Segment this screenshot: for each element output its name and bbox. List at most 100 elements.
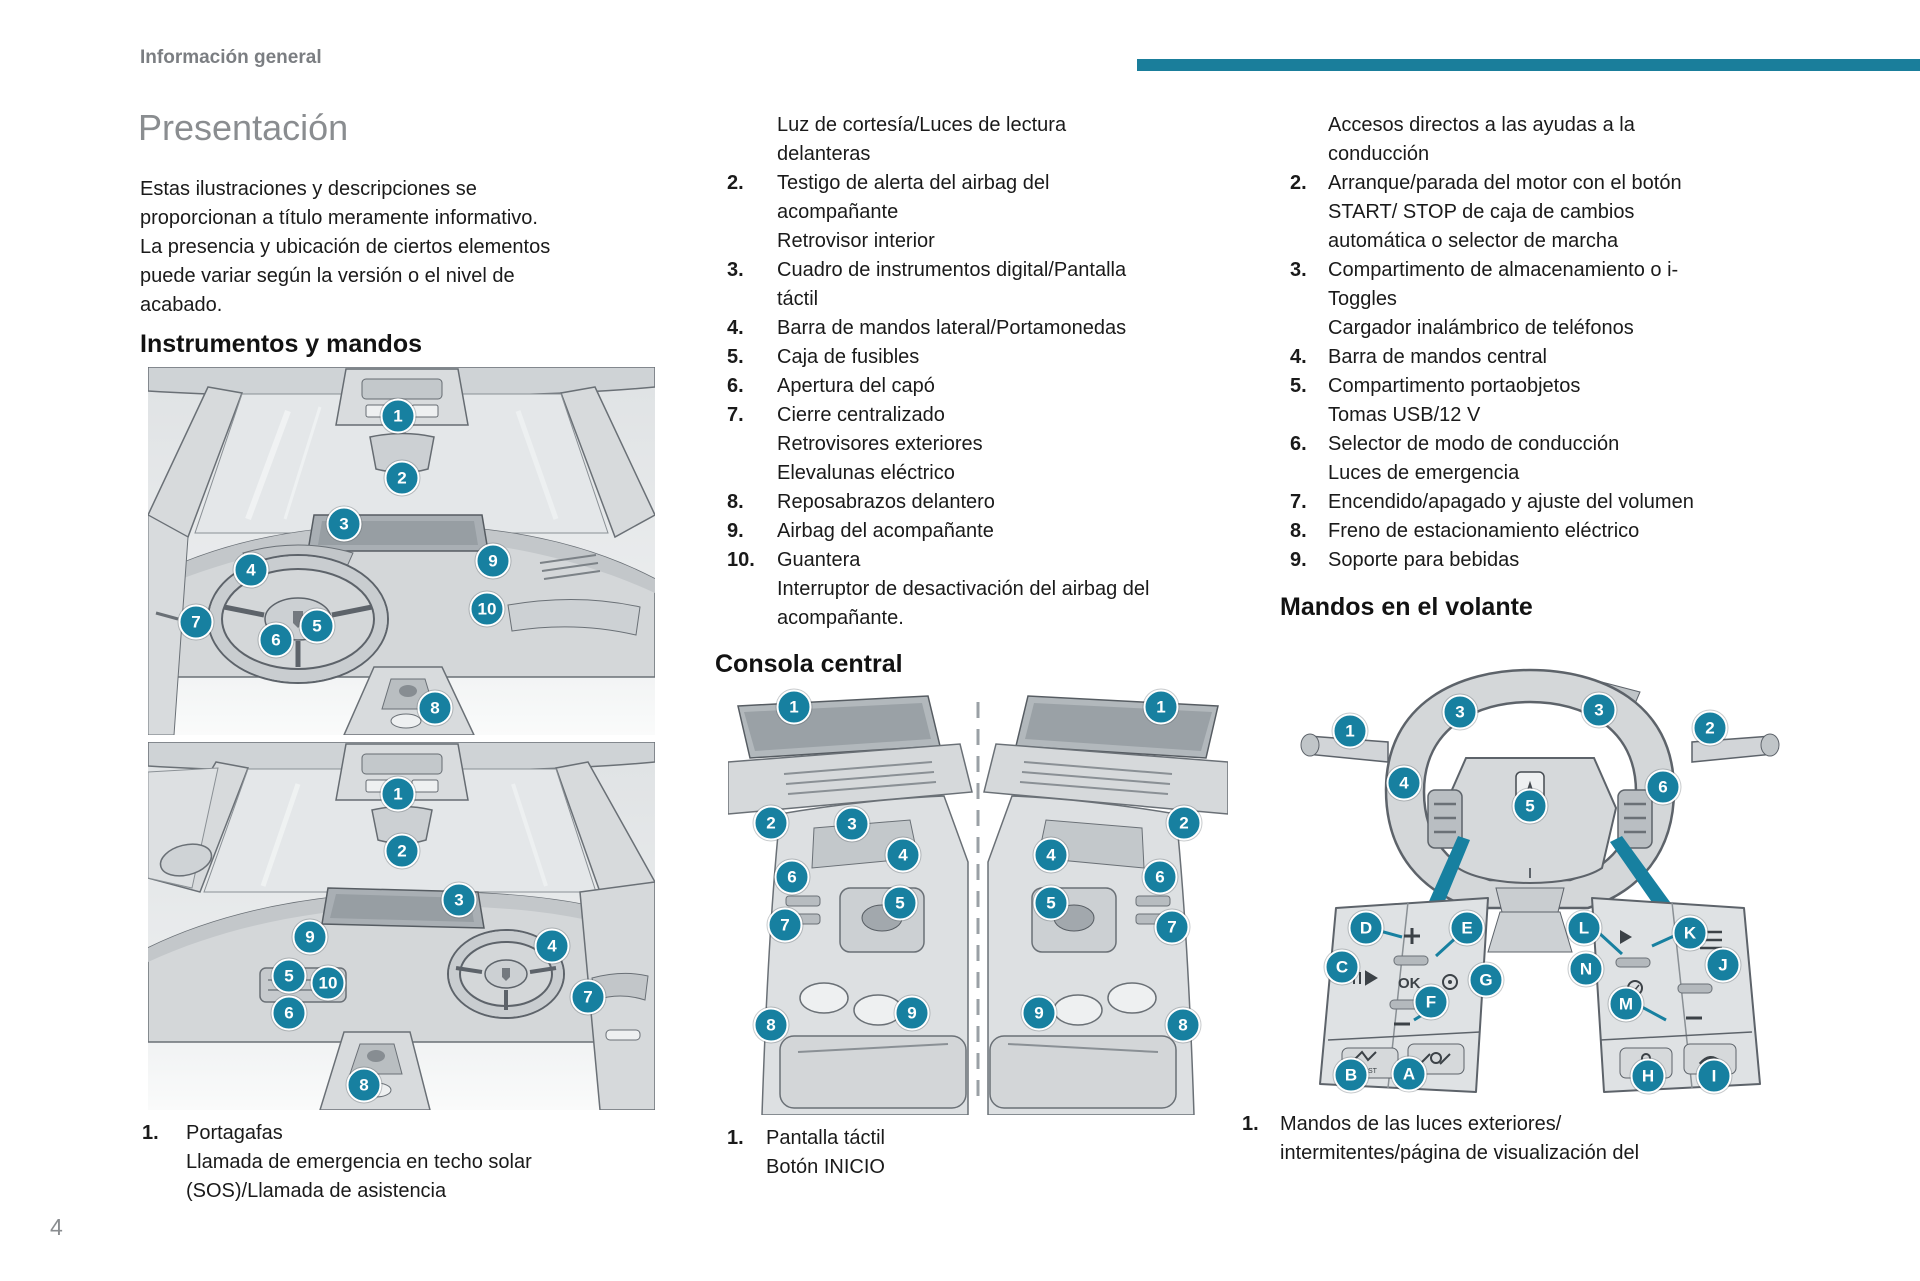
list-item-line: Caja de fusibles xyxy=(777,346,920,368)
list-item-number: 4. xyxy=(1290,346,1307,368)
callout-4: 4 xyxy=(1386,765,1422,801)
list-item-number: 1. xyxy=(727,1127,744,1149)
callout-8: 8 xyxy=(753,1007,789,1043)
callout-7: 7 xyxy=(1154,909,1190,945)
glovebox xyxy=(507,599,641,636)
list-item-line: Retrovisores exteriores xyxy=(777,433,983,455)
callout-10: 10 xyxy=(469,591,505,627)
callout-L: L xyxy=(1566,910,1602,946)
callout-6: 6 xyxy=(1142,859,1178,895)
list-item-number: 9. xyxy=(1290,549,1307,571)
callout-2: 2 xyxy=(384,460,420,496)
callout-1: 1 xyxy=(1332,713,1368,749)
list-item-line: Toggles xyxy=(1328,288,1397,310)
list-item-line: Selector de modo de conducción xyxy=(1328,433,1620,455)
list-item-line: Barra de mandos central xyxy=(1328,346,1548,368)
list-item-line: táctil xyxy=(777,288,819,310)
callout-C: C xyxy=(1324,949,1360,985)
list-item-line: Reposabrazos delantero xyxy=(777,491,995,513)
list-item-number: 7. xyxy=(727,404,744,426)
spoke-buttons-left xyxy=(1427,789,1463,849)
callout-J: J xyxy=(1705,947,1741,983)
list-item-number: 6. xyxy=(1290,433,1307,455)
callout-9: 9 xyxy=(292,919,328,955)
list-item-line: acompañante xyxy=(777,201,899,223)
list-item-line: Cuadro de instrumentos digital/Pantalla xyxy=(777,259,1127,281)
list-item-number: 3. xyxy=(727,259,744,281)
callout-3: 3 xyxy=(1581,692,1617,728)
list-item-line: Tomas USB/12 V xyxy=(1328,404,1481,426)
list-instrumentos: Luz de cortesía/Luces de lectura delanter… xyxy=(727,111,1149,633)
list-item-number: 10. xyxy=(727,549,755,571)
callout-7: 7 xyxy=(570,979,606,1015)
callout-2: 2 xyxy=(1692,710,1728,746)
callout-4: 4 xyxy=(885,837,921,873)
text-line: acabado. xyxy=(140,294,223,316)
list-item-line: delanteras xyxy=(777,143,871,165)
list-item-line: (SOS)/Llamada de asistencia xyxy=(186,1180,447,1202)
callout-3: 3 xyxy=(1442,694,1478,730)
callout-6: 6 xyxy=(258,622,294,658)
steering-column xyxy=(1487,911,1573,953)
callout-9: 9 xyxy=(1021,995,1057,1031)
callout-M: M xyxy=(1608,986,1644,1022)
heading-consola: Consola central xyxy=(715,650,903,678)
list-item: 4. Barra de mandos central xyxy=(1290,343,1694,372)
list-item-line: intermitentes/página de visualización de… xyxy=(1280,1142,1640,1164)
list-item-line: Arranque/parada del motor con el botón xyxy=(1328,172,1682,194)
section-kicker: Información general xyxy=(140,47,322,68)
callout-4: 4 xyxy=(1033,837,1069,873)
list-item-line: Pantalla táctil xyxy=(766,1127,885,1149)
callout-E: E xyxy=(1449,910,1485,946)
list-item-line: Barra de mandos lateral/Portamonedas xyxy=(777,317,1127,339)
list-item-number: 9. xyxy=(727,520,744,542)
callout-6: 6 xyxy=(271,995,307,1031)
text-line: proporcionan a título meramente informat… xyxy=(140,207,538,229)
callout-9: 9 xyxy=(475,543,511,579)
list-item-line: Compartimento portaobjetos xyxy=(1328,375,1581,397)
callout-5: 5 xyxy=(299,608,335,644)
list-item: 8.Reposabrazos delantero xyxy=(727,488,1149,517)
callout-6: 6 xyxy=(774,859,810,895)
list-item: 8.Freno de estacionamiento eléctrico xyxy=(1290,517,1694,546)
callout-5: 5 xyxy=(1033,885,1069,921)
callout-I: I xyxy=(1696,1058,1732,1094)
page-title: Presentación xyxy=(138,107,349,148)
list-item-number: 1. xyxy=(142,1122,159,1144)
callout-G: G xyxy=(1468,962,1504,998)
list-item: 7.Encendido/apagado y ajuste del volumen xyxy=(1290,488,1694,517)
list-item-line: Luz de cortesía/Luces de lectura xyxy=(777,114,1067,136)
list-item-line: Compartimento de almacenamiento o i- xyxy=(1328,259,1679,281)
callout-5: 5 xyxy=(882,885,918,921)
callout-H: H xyxy=(1630,1058,1666,1094)
side-vent xyxy=(539,554,601,580)
list-item-line: conducción xyxy=(1328,143,1430,165)
callout-2: 2 xyxy=(1166,805,1202,841)
figure-steering-wheel: OK ASSIST xyxy=(1290,640,1790,1120)
callout-B: B xyxy=(1333,1057,1369,1093)
heading-instrumentos: Instrumentos y mandos xyxy=(140,330,422,358)
list-item-line: START/ STOP de caja de cambios xyxy=(1328,201,1635,223)
caption-wheel: 1.Mandos de las luces exteriores/intermi… xyxy=(1242,1110,1639,1168)
callout-1: 1 xyxy=(776,689,812,725)
steering-wheel xyxy=(447,929,565,1019)
callout-1: 1 xyxy=(1143,689,1179,725)
door-mirror xyxy=(148,767,219,889)
list-item-number: 3. xyxy=(1290,259,1307,281)
list-item-line: Elevalunas eléctrico xyxy=(777,462,955,484)
